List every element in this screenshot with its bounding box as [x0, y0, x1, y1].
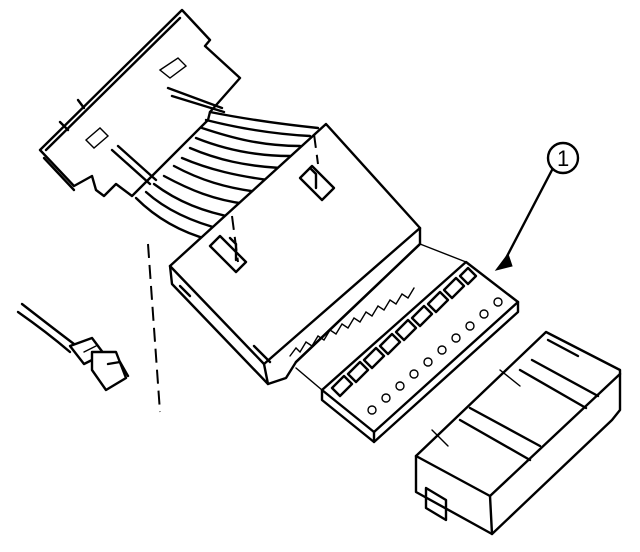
connector-housing — [147, 122, 422, 413]
callout-1-arrowhead — [494, 252, 513, 271]
wire-lead — [16, 302, 130, 392]
cover — [414, 330, 622, 536]
callout-1: 1 — [494, 141, 580, 271]
printed-circuit-board — [38, 8, 242, 198]
callout-1-label: 1 — [557, 146, 569, 171]
callout-1-leader — [502, 168, 554, 264]
contact-insert — [295, 243, 520, 444]
callout-1-circle — [546, 141, 580, 175]
